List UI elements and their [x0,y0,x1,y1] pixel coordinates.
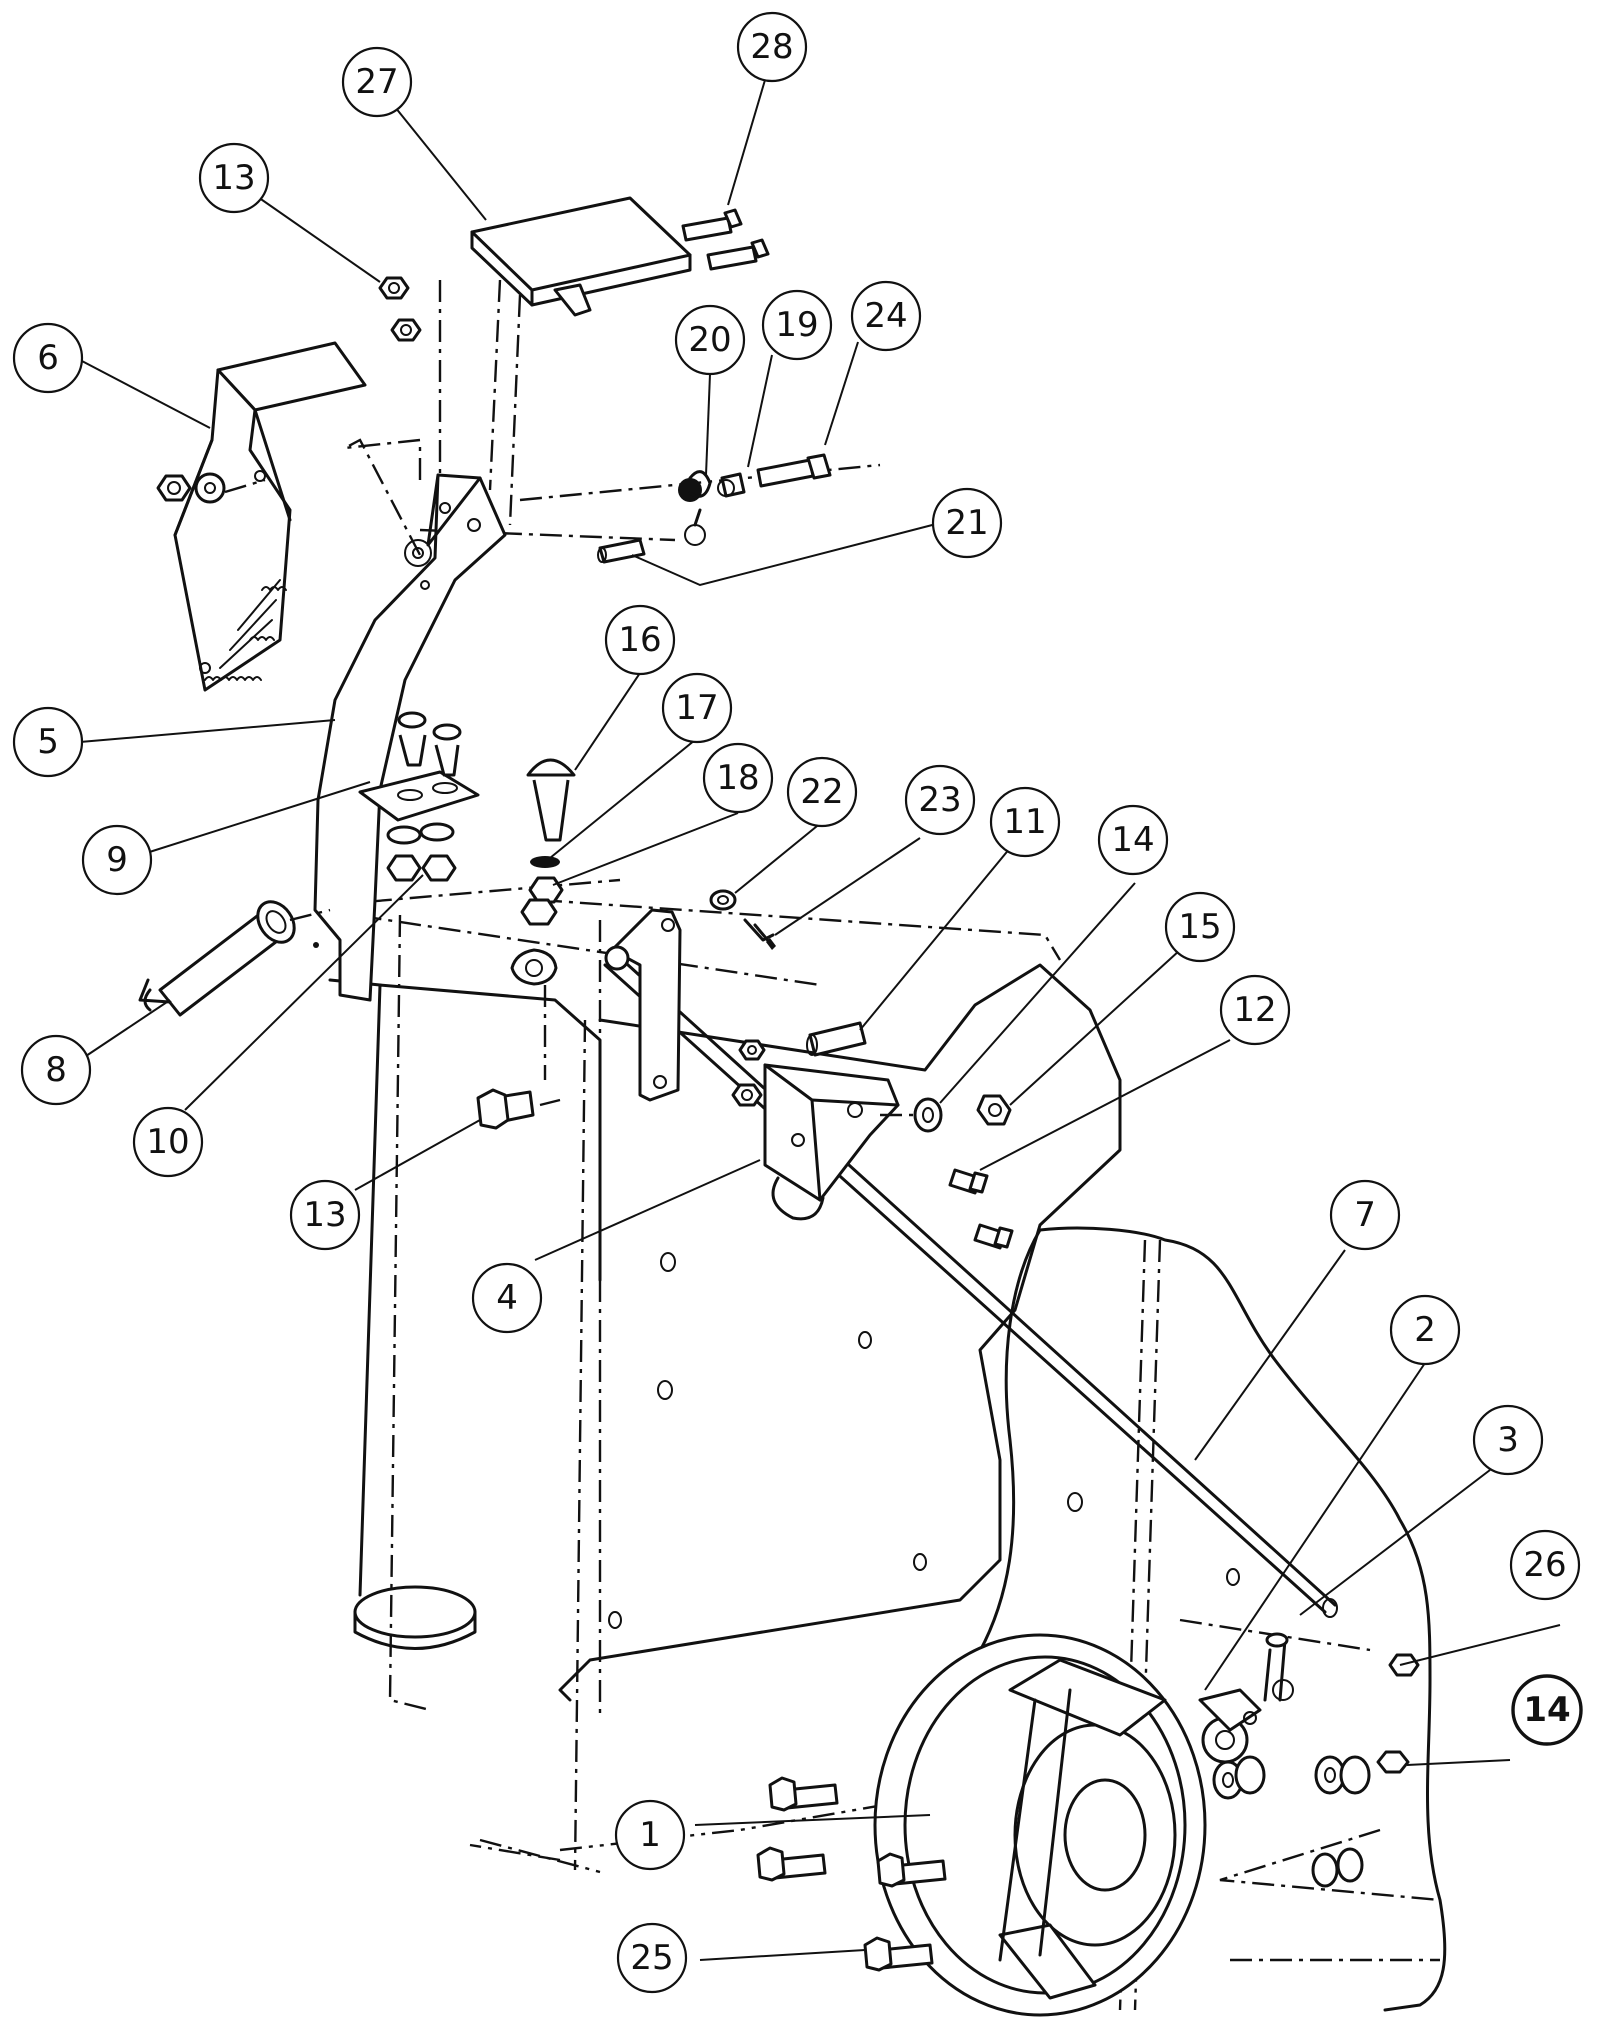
small-hardware [709,889,867,1057]
svg-text:12: 12 [1233,990,1276,1030]
svg-text:14: 14 [1523,1690,1570,1730]
callout-3: 3 [1472,1404,1544,1476]
callout-22: 22 [786,756,858,828]
spring-assembly [678,453,832,546]
svg-text:1: 1 [639,1815,661,1855]
svg-text:18: 18 [716,758,759,798]
svg-text:25: 25 [630,1938,673,1978]
mount-plate [358,711,480,822]
pivot-tube [138,900,331,1017]
svg-text:21: 21 [945,503,988,543]
bracket-nuts [731,1039,766,1107]
callout-11: 11 [989,786,1061,858]
pedal-fasteners [156,472,266,504]
brake-drum-assembly [873,1632,1289,2017]
callout-10: 10 [132,1106,204,1178]
svg-text:28: 28 [750,27,793,67]
callout-14: 14 [1511,1674,1583,1746]
top-plate [470,196,692,317]
pedal-arm [173,341,367,692]
svg-text:19: 19 [775,305,818,345]
svg-text:6: 6 [37,338,59,378]
svg-text:27: 27 [355,62,398,102]
svg-text:22: 22 [800,772,843,812]
callout-9: 9 [81,824,153,896]
wheel-housing-panel [328,963,1447,2012]
svg-text:13: 13 [212,158,255,198]
callout-23: 23 [904,764,976,836]
callout-6: 6 [12,322,84,394]
callout-17: 17 [661,672,733,744]
svg-text:14: 14 [1111,820,1154,860]
svg-text:10: 10 [146,1122,189,1162]
callout-21: 21 [931,487,1003,559]
brake-arm [313,473,507,1002]
bracket [763,1063,900,1221]
leader-lines [79,79,1561,1961]
callout-16: 16 [604,604,676,676]
svg-text:15: 15 [1178,907,1221,947]
brake-rod [603,908,1338,1618]
callout-24: 24 [850,280,922,352]
callout-7: 7 [1329,1179,1401,1251]
svg-text:11: 11 [1003,802,1046,842]
callout-14: 14 [1097,804,1169,876]
callout-12: 12 [1219,974,1291,1046]
svg-text:5: 5 [37,722,59,762]
svg-text:26: 26 [1523,1545,1566,1585]
svg-text:17: 17 [675,688,718,728]
drum-bolts [756,1776,947,1972]
svg-text:16: 16 [618,620,661,660]
callout-15: 15 [1164,891,1236,963]
callout-18: 18 [702,742,774,814]
drum-washers [1212,1653,1420,1888]
svg-text:3: 3 [1497,1420,1519,1460]
svg-text:13: 13 [303,1195,346,1235]
plate-bolts [681,208,770,271]
svg-text:8: 8 [45,1050,67,1090]
pivot-bolt [510,758,576,1080]
svg-text:9: 9 [106,840,128,880]
right-washer-nut [880,1094,1012,1133]
pin [597,538,646,564]
callout-8: 8 [20,1034,92,1106]
callout-28: 28 [736,11,808,83]
callout-27: 27 [341,46,413,118]
top-nuts [378,276,422,342]
callout-25: 25 [616,1922,688,1994]
lower-washers [386,822,457,882]
callout-2: 2 [1389,1294,1461,1366]
svg-text:7: 7 [1354,1195,1376,1235]
callout-1: 1 [614,1799,686,1871]
svg-text:20: 20 [688,320,731,360]
callout-20: 20 [674,304,746,376]
callout-13: 13 [289,1179,361,1251]
serrated-teeth [204,586,287,681]
svg-text:23: 23 [918,780,961,820]
svg-text:24: 24 [864,296,907,336]
bracket-bolts [476,1088,1014,1250]
svg-text:2: 2 [1414,1310,1436,1350]
callout-19: 19 [761,289,833,361]
callout-13: 13 [198,142,270,214]
svg-text:4: 4 [496,1278,518,1318]
callout-26: 26 [1509,1529,1581,1601]
callout-4: 4 [471,1262,543,1334]
callout-5: 5 [12,706,84,778]
